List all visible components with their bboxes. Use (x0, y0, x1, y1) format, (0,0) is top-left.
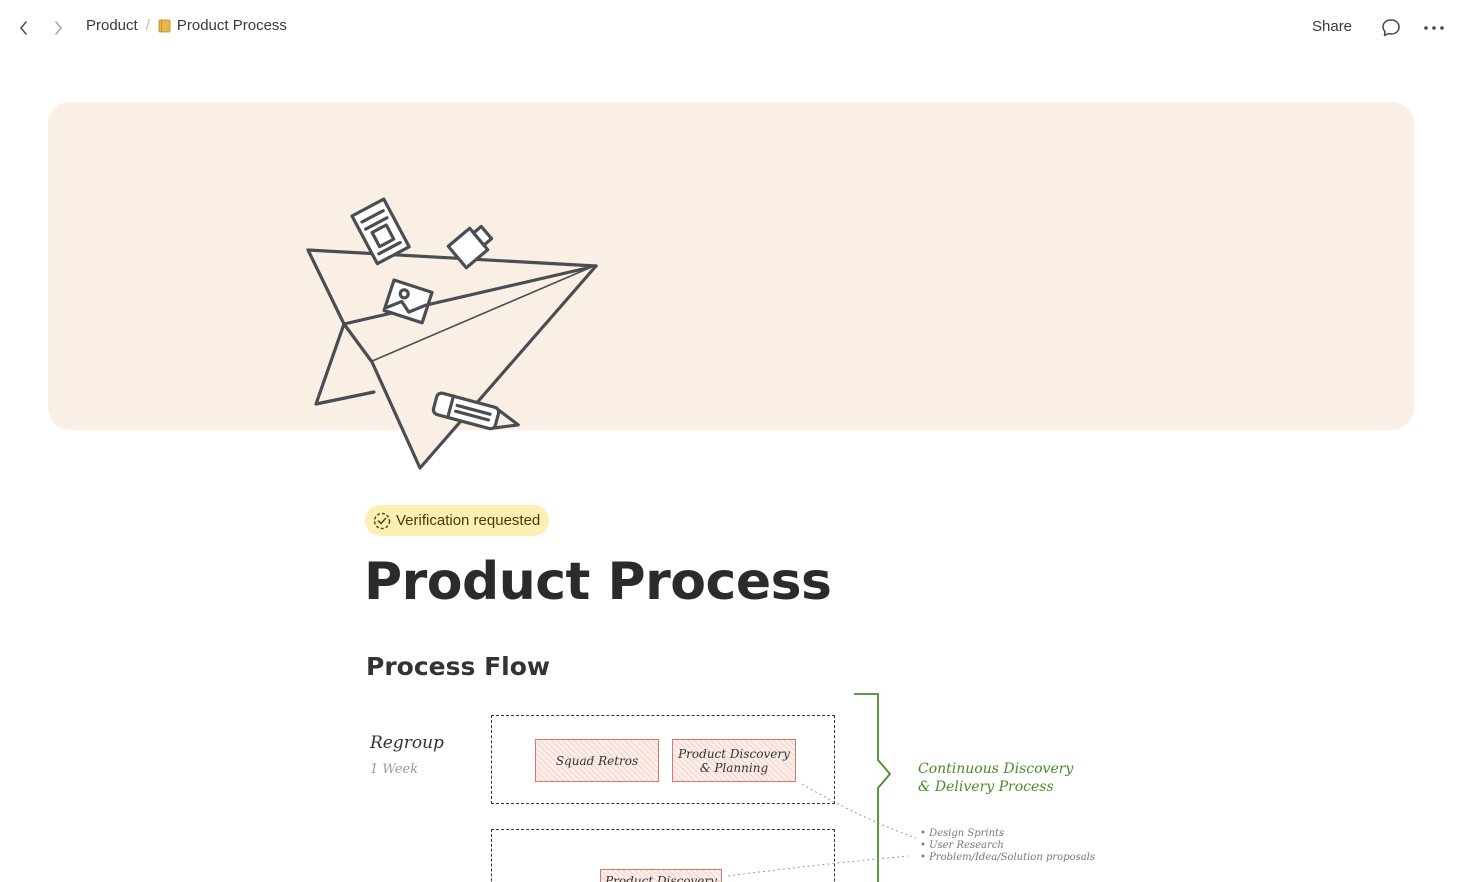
list-item: • Problem/Idea/Solution proposals (920, 852, 1095, 863)
regroup-frame (491, 715, 835, 804)
sticky-squad-retros-text: Squad Retros (555, 753, 639, 768)
page-title: Product Process (364, 552, 832, 612)
brace-label-line1: Continuous Discovery (918, 761, 1074, 777)
brace-label: Continuous Discovery & Delivery Process (918, 760, 1073, 796)
back-button[interactable] (12, 16, 36, 40)
process-flow-diagram[interactable]: Regroup 1 Week Squad Retros Product Disc… (360, 688, 1120, 882)
breadcrumb-separator: / (145, 17, 150, 34)
brace-label-line2: & Delivery Process (918, 779, 1054, 795)
breadcrumb: Product / Product Process (86, 17, 287, 34)
section-heading: Process Flow (366, 652, 550, 681)
sticky-product-discovery: Product Discovery (600, 869, 722, 882)
more-options-button[interactable] (1422, 17, 1446, 39)
list-item: • User Research (920, 840, 1004, 851)
chevron-left-icon (19, 21, 27, 35)
verification-badge[interactable]: Verification requested (365, 505, 550, 536)
top-bar: Product / Product Process Share (0, 0, 1462, 56)
list-item: • Design Sprints (920, 828, 1005, 839)
share-button[interactable]: Share (1312, 18, 1353, 35)
paper-plane-illustration (306, 197, 598, 470)
discovery-frame (491, 829, 835, 882)
diagram-connectors (727, 693, 917, 882)
comment-icon (1382, 19, 1400, 37)
sticky-discovery-planning: Product Discovery & Planning (672, 739, 796, 782)
sticky-product-discovery-text: Product Discovery (605, 874, 717, 882)
breadcrumb-item-product-process[interactable]: Product Process (158, 17, 287, 34)
regroup-duration: 1 Week (370, 762, 418, 777)
sticky-squad-retros: Squad Retros (535, 739, 659, 782)
breadcrumb-item-label: Product Process (176, 17, 287, 34)
page-cover (48, 102, 1414, 430)
chevron-right-icon (55, 21, 63, 35)
notebook-icon (158, 19, 171, 32)
breadcrumb-item-product[interactable]: Product (86, 17, 138, 34)
verification-pending-icon (373, 512, 391, 529)
sticky-discovery-line1: Product Discovery (678, 746, 790, 761)
verification-badge-label: Verification requested (396, 512, 541, 529)
regroup-label: Regroup (370, 733, 444, 753)
forward-button[interactable] (46, 16, 70, 40)
more-horizontal-icon (1424, 26, 1444, 30)
comment-button[interactable] (1380, 17, 1402, 39)
sticky-discovery-line2: & Planning (699, 760, 769, 775)
activity-list: • Design Sprints • User Research • Probl… (920, 828, 1095, 864)
